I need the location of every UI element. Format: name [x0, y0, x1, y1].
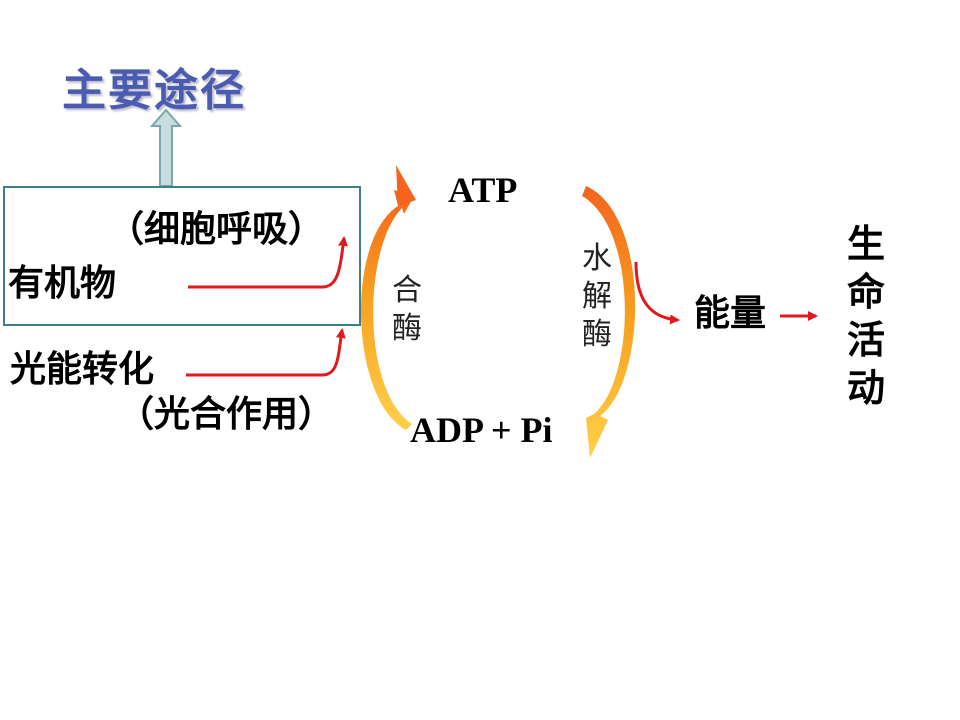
energy-red-arrow: [634, 261, 680, 325]
photosynthesis-label: （光合作用）: [118, 394, 335, 435]
life-activity-label: 生命活动: [846, 222, 885, 410]
organic-red-arrow: [188, 236, 348, 289]
atp-label: ATP: [448, 170, 518, 210]
synthesis-cycle-arrow: [360, 190, 414, 430]
respiration-label: （细胞呼吸）: [108, 209, 325, 250]
up-arrow: [149, 108, 183, 187]
hydrolase-label: 水解酶: [582, 241, 612, 352]
synthase-label: 合酶: [392, 273, 422, 346]
light-red-arrow: [186, 328, 346, 377]
adp-pi-label: ADP + Pi: [410, 410, 553, 450]
light-conversion-label: 光能转化: [10, 349, 155, 390]
hydrolysis-cycle-arrow: [582, 186, 636, 458]
page-title: 主要途径: [62, 65, 246, 116]
energy-label: 能量: [694, 293, 767, 334]
organic-matter-label: 有机物: [8, 263, 117, 304]
organic-matter-box: [3, 186, 361, 326]
